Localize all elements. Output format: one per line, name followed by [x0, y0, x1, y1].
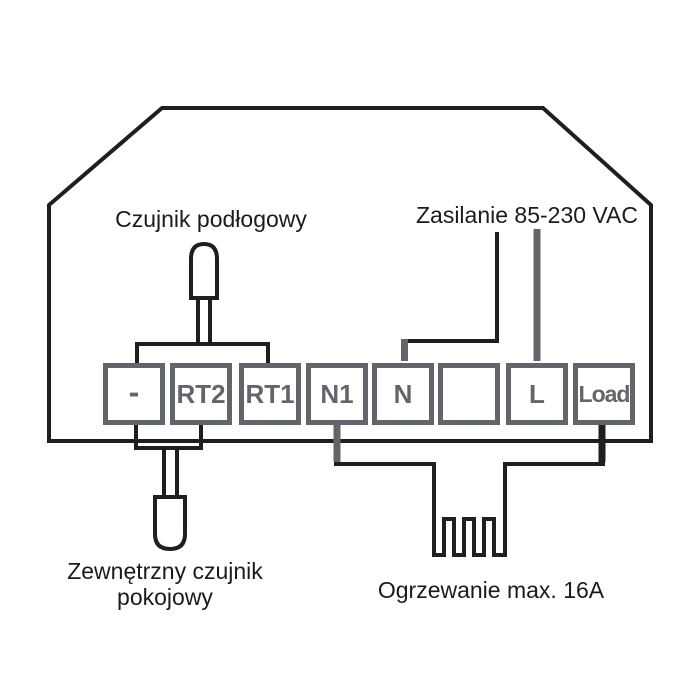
external-sensor-wire — [134, 424, 203, 450]
terminal-box-minus: - — [103, 363, 165, 425]
terminal-label-rt1: RT1 — [245, 379, 295, 409]
terminal-box-rt2: RT2 — [170, 363, 232, 425]
heating-label: Ogrzewanie max. 16A — [377, 577, 605, 603]
terminal-label-minus: - — [128, 374, 140, 410]
external-sensor-label-line2: pokojowy — [117, 584, 213, 610]
floor-sensor-stem — [196, 296, 212, 344]
external-sensor-stem — [162, 448, 179, 496]
terminal-box-n1: N1 — [306, 363, 368, 425]
external-sensor-bulb — [153, 495, 187, 552]
power-wire-n — [404, 232, 499, 343]
terminal-box-n: N — [372, 363, 434, 425]
terminal-box-load: Load — [573, 363, 635, 425]
floor-sensor-bulb — [189, 241, 219, 300]
terminal-label-n1: N1 — [320, 379, 354, 409]
terminal-box-l: L — [506, 363, 568, 425]
heating-element — [334, 462, 605, 557]
terminal-box-rt1: RT1 — [239, 363, 301, 425]
external-sensor-label-line1: Zewnętrzny czujnik — [67, 558, 263, 584]
terminal-label-n: N — [393, 379, 413, 409]
floor-sensor-label: Czujnik podłogowy — [115, 206, 307, 232]
enclosure-outline — [47, 106, 653, 443]
terminal-label-load: Load — [578, 380, 631, 407]
floor-sensor-wire — [135, 342, 270, 364]
terminal-label-rt2: RT2 — [176, 379, 226, 409]
terminal-label-l: L — [529, 379, 545, 409]
external-sensor-label: Zewnętrzny czujnik pokojowy — [55, 558, 275, 610]
power-supply-label: Zasilanie 85-230 VAC — [415, 202, 639, 228]
terminal-box-empty — [438, 363, 500, 425]
